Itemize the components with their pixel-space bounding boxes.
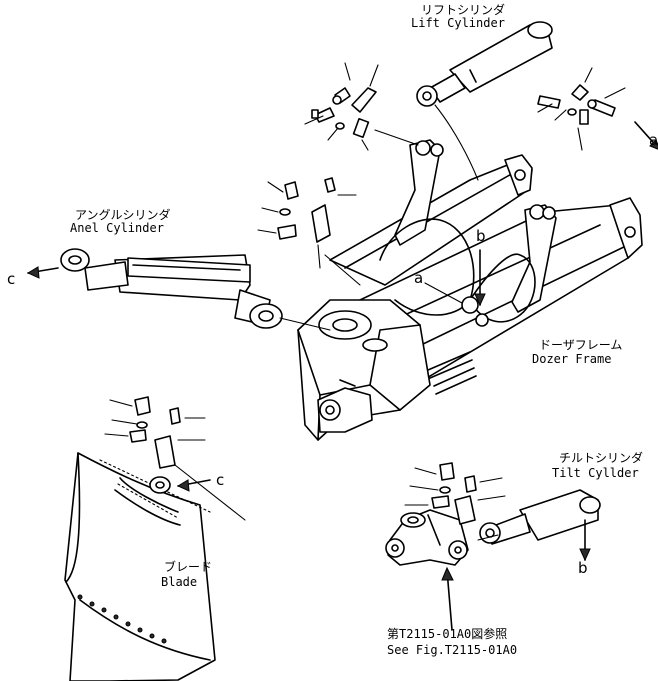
tilt-cylinder-label-en: Tilt Cyllder (552, 466, 639, 480)
hardware-lift-left (304, 62, 379, 151)
callout-a-top: a (649, 131, 658, 149)
lift-cylinder-label-jp: リフトシリンダ (421, 3, 506, 17)
blade-label-jp: ブレード (164, 560, 213, 574)
dozer-frame (297, 139, 643, 441)
tilt-bracket (385, 509, 469, 566)
callout-a-mid: a (414, 269, 424, 287)
angle-cylinder-label-jp: アングルシリンダ (75, 208, 171, 222)
callout-b-mid: b (476, 227, 486, 245)
hardware-lift-right (537, 67, 626, 151)
lift-cylinder-label-en: Lift Cylinder (411, 16, 505, 30)
angle-cylinder-label-en: Anel Cylinder (70, 221, 164, 235)
tilt-cylinder-label-jp: チルトシリンダ (559, 451, 644, 465)
dozer-frame-label-jp: ドーザフレーム (539, 338, 623, 352)
blade-bolt-holes (77, 594, 167, 644)
hardware-blade (104, 396, 206, 469)
callout-b-tilt: b (578, 559, 588, 577)
angle-cylinder (60, 248, 283, 329)
dozer-frame-label-en: Dozer Frame (532, 352, 612, 366)
hardware-tilt (404, 462, 506, 525)
lift-cylinder (416, 21, 553, 107)
see-figure-label-en: See Fig.T2115-01A0 (387, 643, 518, 657)
connection-lines (26, 104, 658, 631)
callout-c-left: c (7, 270, 16, 288)
callout-c-blade: c (216, 471, 225, 489)
blade-label-en: Blade (161, 575, 198, 589)
tilt-cylinder (479, 489, 601, 545)
see-figure-label-jp: 第T2115-01A0図参照 (387, 627, 508, 641)
blade (64, 452, 216, 681)
hardware-angle (257, 177, 357, 269)
